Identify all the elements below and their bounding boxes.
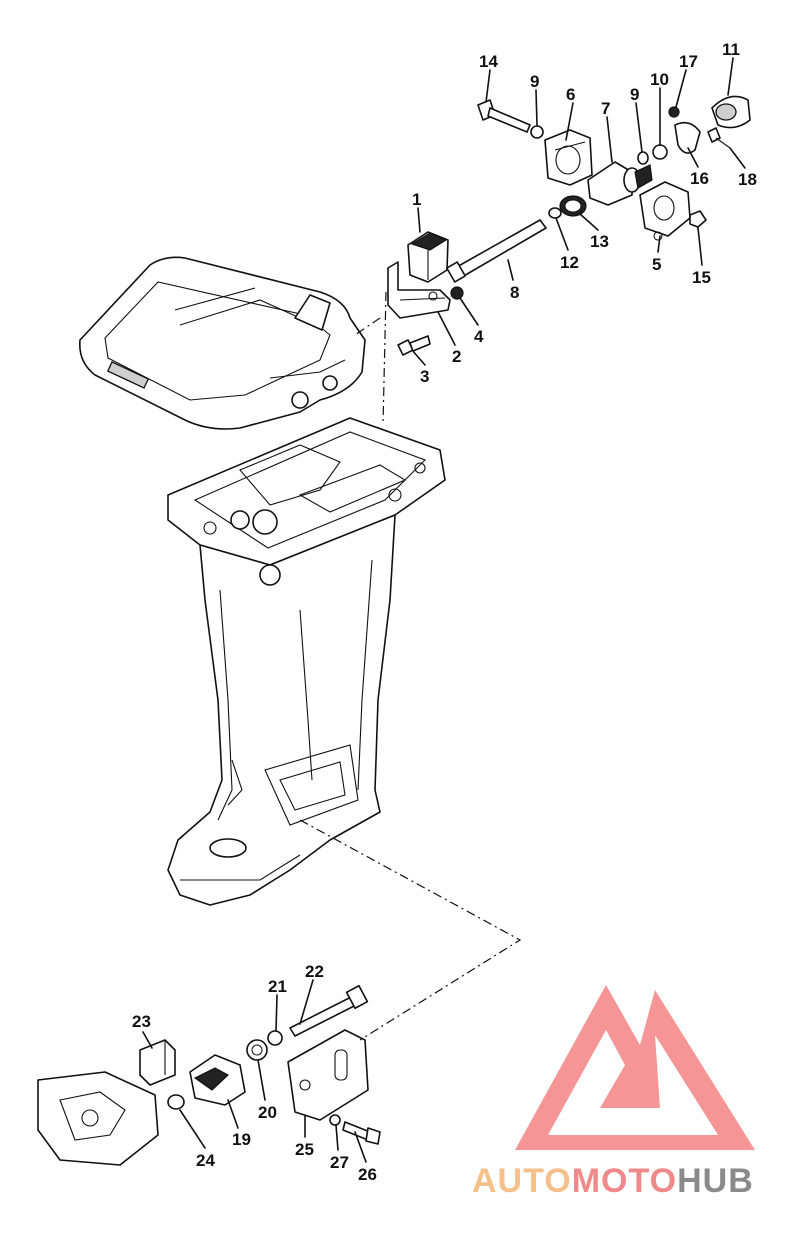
part-cap-11 [711,95,751,129]
part-washer-9a [530,125,544,139]
callout-22: 22 [305,962,324,981]
part-washer-9b [637,151,649,165]
callout-19: 19 [232,1130,251,1149]
callout-21: 21 [268,977,287,996]
callout-1: 1 [412,190,421,209]
watermark-moto: MOTO [572,1162,677,1200]
callout-23: 23 [132,1012,151,1031]
part-long-pin-8 [446,219,547,283]
callout-14: 14 [479,52,498,71]
watermark-auto: AUTO [472,1162,572,1200]
callout-9a: 9 [530,72,539,91]
callout-20: 20 [258,1103,277,1122]
callout-6: 6 [566,85,575,104]
driveshaft-housing [167,417,446,906]
watermark-hub: HUB [677,1162,754,1200]
callout-17: 17 [679,52,698,71]
callout-5: 5 [652,255,661,274]
callout-11: 11 [722,40,740,59]
callout-25: 25 [295,1140,314,1159]
callout-16: 16 [690,169,709,188]
callout-labels: 1 2 3 4 5 6 7 8 9 9 10 11 12 13 14 15 16… [132,40,757,1184]
part-upper-mount-rubber [407,231,449,283]
part-long-bolt-22 [289,984,369,1037]
part-nut-17 [668,106,680,118]
part-bushing-10 [652,144,668,160]
part-washer-24 [167,1094,185,1110]
callout-24: 24 [196,1151,215,1170]
part-washer-27 [329,1114,341,1126]
callout-4: 4 [474,327,484,346]
leader-lines [142,57,746,1163]
part-bolt-14 [477,99,531,133]
part-nut-4 [450,286,464,300]
callout-18: 18 [738,170,757,189]
callout-8: 8 [510,283,519,302]
part-lower-bracket-left [37,1071,159,1166]
logo-triangle-icon [515,985,755,1150]
part-clamp-6 [544,129,593,186]
part-nut-15 [689,210,707,228]
svg-text:AUTOMOTOHUB: AUTOMOTOHUB [472,1162,754,1200]
part-clamp-5 [639,181,691,241]
part-screw-18 [707,127,731,149]
callout-26: 26 [358,1165,377,1184]
assembly-lines [299,291,522,1041]
callout-13: 13 [590,232,609,251]
callout-10: 10 [650,70,669,89]
callout-7: 7 [601,99,610,118]
part-rubber-mount-7 [587,161,653,206]
part-lower-bracket-25 [287,1029,369,1121]
part-washer-12 [548,207,562,219]
callout-9b: 9 [630,85,639,104]
callout-2: 2 [452,347,461,366]
part-bolt-26 [342,1121,381,1145]
part-rubber-block-23 [139,1039,176,1086]
part-mount-bracket [387,261,451,319]
watermark-logo: AUTOMOTOHUB [472,985,755,1200]
callout-3: 3 [420,367,429,386]
callout-12: 12 [560,253,579,272]
tiller-handle [78,256,366,430]
callout-15: 15 [692,268,711,287]
part-clip-16 [674,121,701,154]
part-rubber-mount-19 [189,1054,246,1106]
part-washer-21 [267,1030,283,1046]
callout-27: 27 [330,1153,349,1172]
